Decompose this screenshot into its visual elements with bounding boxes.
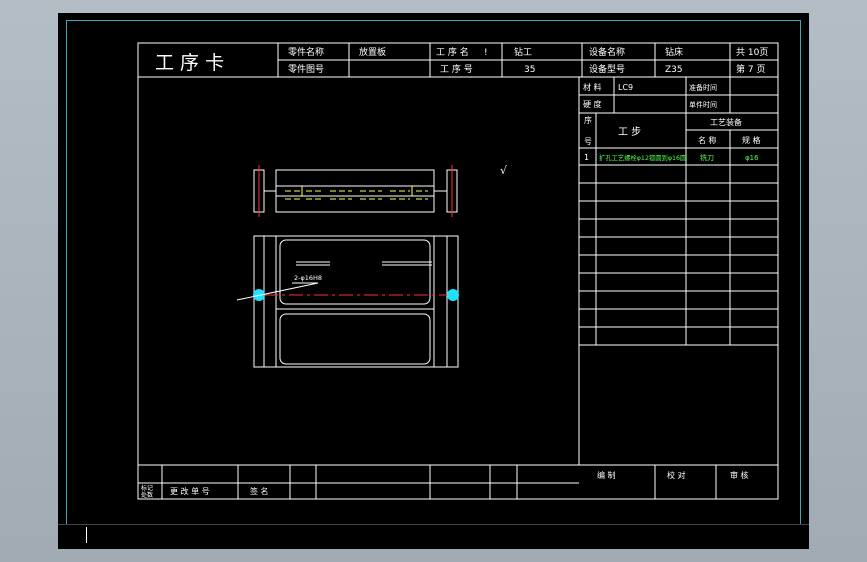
material-value: LC9 (618, 83, 633, 92)
part-front-view (236, 235, 459, 368)
mark-label-bottom: 处数 (141, 491, 153, 499)
step-1-spec: φ16 (745, 154, 759, 162)
process-name-value: 钻工 (514, 46, 532, 58)
seq-label-bottom: 号 (584, 137, 592, 146)
equip-header: 工艺装备 (710, 117, 742, 127)
process-no-label: 工 序 号 (440, 63, 473, 75)
process-name-mark: ! (484, 48, 488, 58)
page-number: 第 7 页 (736, 63, 765, 75)
process-no-value: 35 (524, 65, 535, 75)
hole-note: 2-φ16H8 (294, 274, 322, 282)
equip-name-value: 钻床 (665, 46, 683, 58)
card-title: 工 序 卡 (155, 52, 224, 74)
roughness-symbol: √ (500, 164, 508, 177)
change-doc-label: 更 改 单 号 (170, 486, 210, 496)
equip-name-label: 设备名称 (589, 46, 625, 58)
equip-spec-col: 规 格 (742, 135, 761, 145)
check-label: 校 对 (667, 470, 686, 480)
equip-model-label: 设备型号 (589, 63, 625, 75)
sign-label: 签 名 (250, 486, 269, 496)
part-name-value: 放置板 (359, 46, 386, 58)
text-cursor (86, 527, 87, 543)
part-name-label: 零件名称 (288, 46, 324, 58)
seq-label-top: 序 (584, 115, 592, 125)
unit-time-label: 单件时间 (689, 100, 717, 109)
part-no-label: 零件图号 (288, 63, 324, 75)
hardness-label: 硬 度 (583, 99, 602, 109)
step-1-text: 扩孔工艺螺栓φ12锪圆到φ16圆 (599, 153, 686, 162)
sheet-border (137, 42, 779, 500)
total-pages: 共 10页 (736, 47, 768, 58)
compile-label: 编 制 (597, 470, 616, 480)
equip-name-col: 名 称 (698, 135, 717, 145)
process-name-label: 工 序 名 (436, 46, 469, 58)
equip-model-value: Z35 (665, 65, 683, 75)
approve-label: 审 核 (730, 470, 749, 480)
part-top-view (253, 165, 458, 217)
prep-time-label: 准备时间 (689, 83, 717, 92)
step-1-no: 1 (584, 153, 589, 162)
step-1-tool: 铣刀 (700, 153, 714, 162)
material-label: 材 料 (583, 82, 602, 92)
mark-label-top: 标记 (141, 484, 153, 492)
command-line[interactable] (58, 524, 809, 549)
step-label: 工 步 (618, 126, 641, 138)
